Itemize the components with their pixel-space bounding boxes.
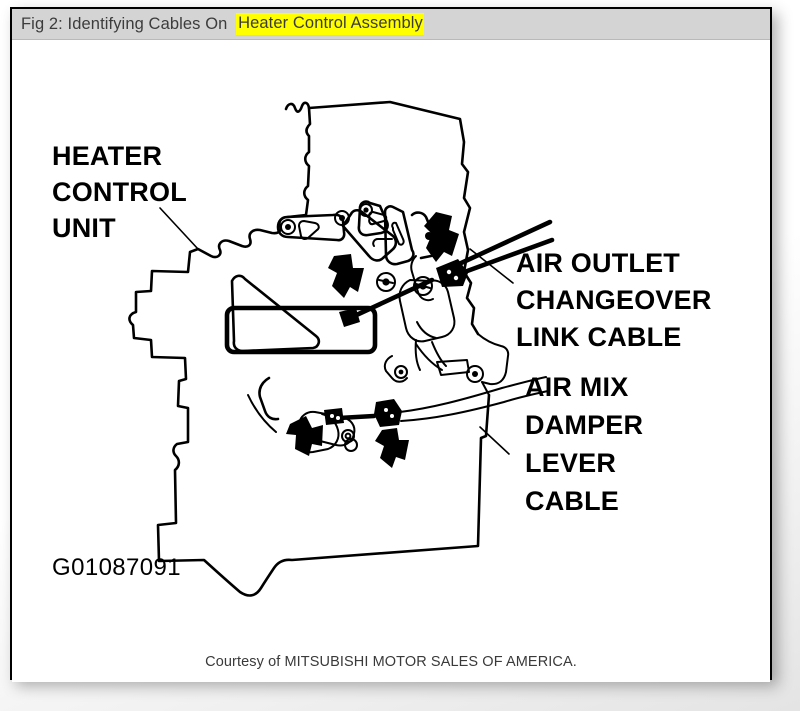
callout-air-outlet-line-3: LINK CABLE	[516, 322, 682, 352]
leader-line-air-outlet-cable	[469, 248, 514, 284]
pointer-arrow-lower-mid	[375, 428, 409, 468]
heater-unit-body-outline	[128, 101, 491, 597]
callout-heater-control-unit-line-2: CONTROL	[52, 177, 187, 207]
figure-code-label: G01087091	[52, 554, 181, 581]
callout-air-outlet-line-2: CHANGEOVER	[516, 285, 712, 315]
callout-air-outlet-changeover-link-cable: AIR OUTLET CHANGEOVER LINK CABLE	[516, 248, 712, 352]
callout-air-mix-line-3: LEVER	[525, 448, 616, 478]
leader-line-heater-control-unit	[159, 207, 199, 250]
pointer-arrow-lower-left	[286, 416, 323, 456]
cable-end-fitting-upper	[436, 259, 468, 287]
callout-heater-control-unit-line-3: UNIT	[52, 213, 116, 243]
figure-body: HEATER CONTROL UNIT AIR OUTLET CHANGEOVE…	[12, 40, 770, 682]
air-outlet-changeover-cable	[347, 219, 555, 321]
courtesy-label: Courtesy of MITSUBISHI MOTOR SALES OF AM…	[205, 654, 577, 670]
callout-heater-control-unit-line-1: HEATER	[52, 141, 162, 171]
heater-control-assembly-diagram: HEATER CONTROL UNIT AIR OUTLET CHANGEOVE…	[52, 100, 712, 670]
pointer-arrow-upper-left	[328, 254, 364, 298]
cable-clevis-upper	[339, 308, 360, 327]
figure-title-highlight: Heater Control Assembly	[236, 13, 424, 35]
bottom-bracket-right	[436, 359, 484, 383]
figure-title-prefix: Fig 2: Identifying Cables On	[21, 14, 233, 33]
upper-left-linkage-arm	[276, 210, 350, 242]
figure-title-bar: Fig 2: Identifying Cables On Heater Cont…	[12, 9, 770, 40]
air-mix-damper-cable	[336, 376, 549, 422]
triangular-recess	[230, 274, 321, 353]
cable-fitting-mid-lower	[374, 399, 402, 427]
upper-right-linkage-arm	[341, 208, 398, 262]
callout-air-mix-line-1: AIR MIX	[525, 372, 628, 402]
callout-heater-control-unit: HEATER CONTROL UNIT	[52, 141, 187, 243]
leader-line-air-mix-cable	[479, 426, 510, 455]
callout-air-outlet-line-1: AIR OUTLET	[516, 248, 680, 278]
cable-fitting-left-lower	[324, 408, 344, 425]
air-mix-damper-lever-linkage	[297, 410, 356, 447]
rectangular-vent-panel	[224, 305, 378, 355]
vertical-link-arm	[383, 205, 415, 266]
pointer-arrow-upper-right	[424, 212, 459, 262]
mounting-screw-upper	[376, 272, 396, 292]
callout-air-mix-damper-lever-cable: AIR MIX DAMPER LEVER CABLE	[525, 372, 643, 516]
figure-window: Fig 2: Identifying Cables On Heater Cont…	[10, 7, 772, 682]
callout-air-mix-line-2: DAMPER	[525, 410, 643, 440]
bottom-bracket-left	[383, 355, 408, 383]
callout-air-mix-line-4: CABLE	[525, 486, 619, 516]
bottom-curved-rib	[415, 343, 443, 371]
